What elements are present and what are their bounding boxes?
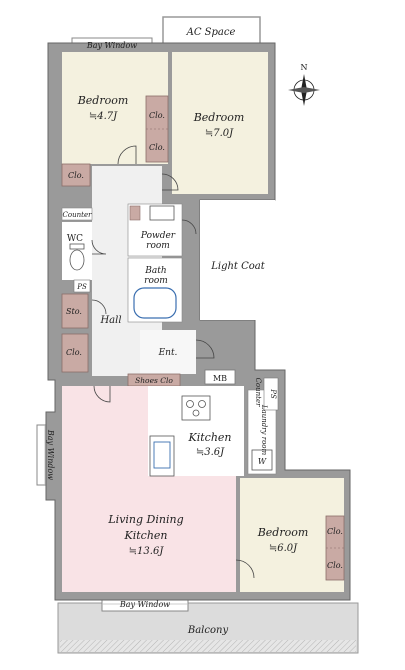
- washer-label: W: [258, 457, 267, 466]
- closet-hall-top: [61, 163, 91, 187]
- bay-window-left-label: Bay Window: [46, 429, 55, 480]
- closet-hall-left: [61, 333, 89, 373]
- ps-box-left: [73, 279, 91, 293]
- entry-label: Ent.: [158, 348, 178, 358]
- entry-floor: [140, 330, 196, 374]
- shoes-closet-label: Shoes Clo: [135, 376, 173, 385]
- compass-north-label: N: [301, 63, 308, 72]
- bedroom-1-size: ≒4.7J: [89, 111, 118, 122]
- closet-label-6: Clo.: [327, 561, 343, 570]
- storage: [61, 293, 89, 329]
- ldk-size: ≒13.6J: [129, 546, 165, 557]
- bedroom-3-size: ≒6.0J: [269, 543, 298, 554]
- closet-label-5: Clo.: [327, 527, 343, 536]
- closet-label-1: Clo.: [149, 111, 165, 120]
- bedroom-1-label: Bedroom: [77, 94, 129, 107]
- bath-room-label-2: room: [144, 276, 168, 286]
- bay-window-bottom-label: Bay Window: [119, 600, 170, 609]
- light-court: [200, 200, 275, 320]
- powder-room-label-1: Powder: [140, 231, 176, 241]
- light-court-label: Light Coat: [210, 261, 266, 272]
- closet-label-4: Clo.: [66, 348, 82, 357]
- closet-bedroom-1: [145, 95, 169, 163]
- bedroom-3-label: Bedroom: [257, 526, 309, 539]
- laundry-label: Laundry room: [260, 404, 268, 456]
- ps-box-right: [263, 377, 279, 411]
- ldk-label-1: Living Dining: [107, 513, 183, 526]
- washer-box: [251, 449, 273, 471]
- counter-label-left: Counter: [63, 211, 93, 219]
- ps-label-right: PS: [269, 388, 277, 399]
- compass-icon: [288, 74, 320, 106]
- bedroom-2-floor: [172, 52, 268, 194]
- door-swings: [91, 145, 255, 579]
- kitchen-label: Kitchen: [188, 431, 232, 444]
- storage-label: Sto.: [66, 307, 82, 316]
- mb-label: MB: [213, 374, 227, 383]
- bath-room-label-1: Bath: [144, 266, 166, 276]
- toilet-icon: [69, 249, 85, 271]
- wc-label: WC: [67, 234, 83, 244]
- ps-label-left: PS: [76, 283, 87, 291]
- closet-label-3: Clo.: [68, 171, 84, 180]
- powder-room-label-2: room: [146, 241, 170, 251]
- kitchen-sink-icon: [153, 441, 171, 469]
- ldk-label-2: Kitchen: [124, 529, 168, 542]
- closet-label-2: Clo.: [149, 143, 165, 152]
- counter-label-right: Counter: [254, 378, 262, 408]
- bay-window-top-label: Bay Window: [86, 41, 137, 50]
- mb-box: [204, 369, 236, 385]
- bathtub-icon: [133, 287, 177, 319]
- ac-space-label: AC Space: [186, 27, 236, 38]
- bedroom-2-label: Bedroom: [193, 111, 245, 124]
- counter-strip: [61, 207, 93, 221]
- hall-label: Hall: [99, 315, 121, 326]
- bedroom-2-size: ≒7.0J: [205, 128, 234, 139]
- sink-icon: [149, 205, 175, 221]
- balcony-label: Balcony: [187, 625, 229, 636]
- kitchen-size: ≒3.6J: [196, 447, 225, 458]
- ldk-floor: [62, 386, 236, 592]
